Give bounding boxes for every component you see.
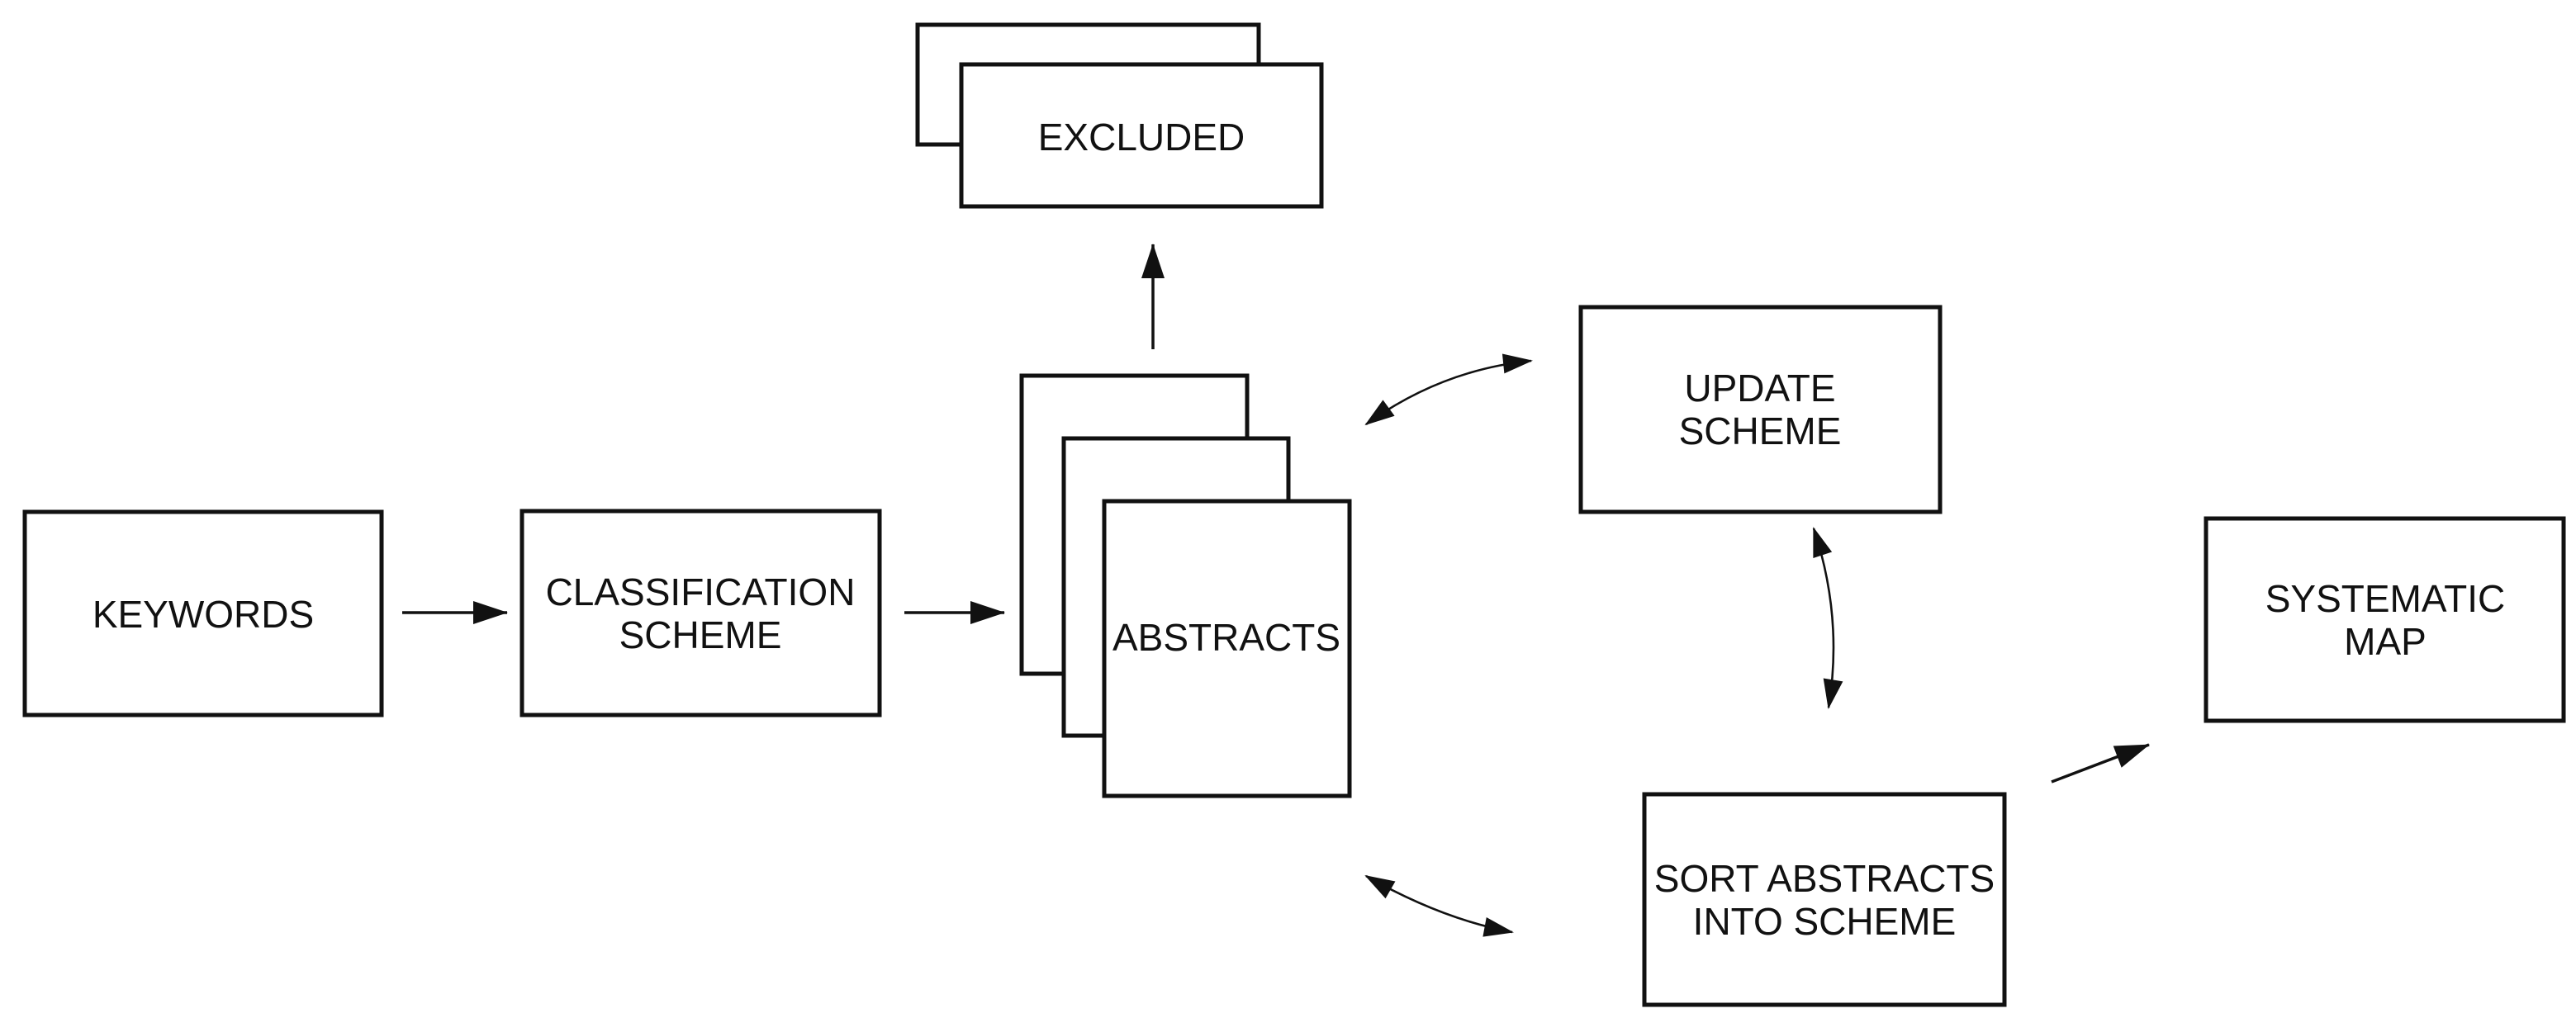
systematic-map-box-rect xyxy=(2204,516,2566,723)
sort-abstracts-label-line2: INTO SCHEME xyxy=(1693,900,1957,943)
keywords-box: KEYWORDS xyxy=(22,509,384,717)
abstracts-stack-front-page xyxy=(1102,499,1352,798)
arrow-sort-to-systematic-map xyxy=(2051,743,2150,784)
systematic-map-box: SYSTEMATIC MAP xyxy=(2204,516,2566,723)
sort-abstracts-box: SORT ABSTRACTS INTO SCHEME xyxy=(1642,792,2007,1007)
excluded-stack-front-page xyxy=(959,62,1324,209)
update-scheme-label-line1: UPDATE xyxy=(1684,367,1835,410)
update-scheme-box-rect xyxy=(1578,305,1943,514)
abstracts-stack: ABSTRACTS xyxy=(1019,373,1352,798)
update-scheme-box: UPDATE SCHEME xyxy=(1578,305,1943,514)
keywords-box-rect xyxy=(22,509,384,717)
systematic-map-label-line2: MAP xyxy=(2344,620,2427,663)
systematic-map-label-line1: SYSTEMATIC xyxy=(2265,577,2506,620)
abstracts-label: ABSTRACTS xyxy=(1112,616,1340,659)
curved-arrow-update-sort xyxy=(1812,527,1843,709)
curved-arrow-abstracts-update xyxy=(1364,353,1533,426)
sort-abstracts-label-line1: SORT ABSTRACTS xyxy=(1654,857,1995,900)
update-scheme-label-line2: SCHEME xyxy=(1679,410,1842,452)
excluded-label: EXCLUDED xyxy=(1038,116,1245,159)
excluded-stack: EXCLUDED xyxy=(915,22,1324,209)
keywords-label: KEYWORDS xyxy=(93,593,314,636)
classification-scheme-box: CLASSIFICATION SCHEME xyxy=(519,509,882,717)
sort-abstracts-box-rect xyxy=(1642,792,2007,1007)
classification-scheme-box-rect xyxy=(519,509,882,717)
curved-arrow-abstracts-sort xyxy=(1364,874,1514,937)
classification-scheme-label-line2: SCHEME xyxy=(619,613,782,656)
classification-scheme-label-line1: CLASSIFICATION xyxy=(546,571,856,613)
